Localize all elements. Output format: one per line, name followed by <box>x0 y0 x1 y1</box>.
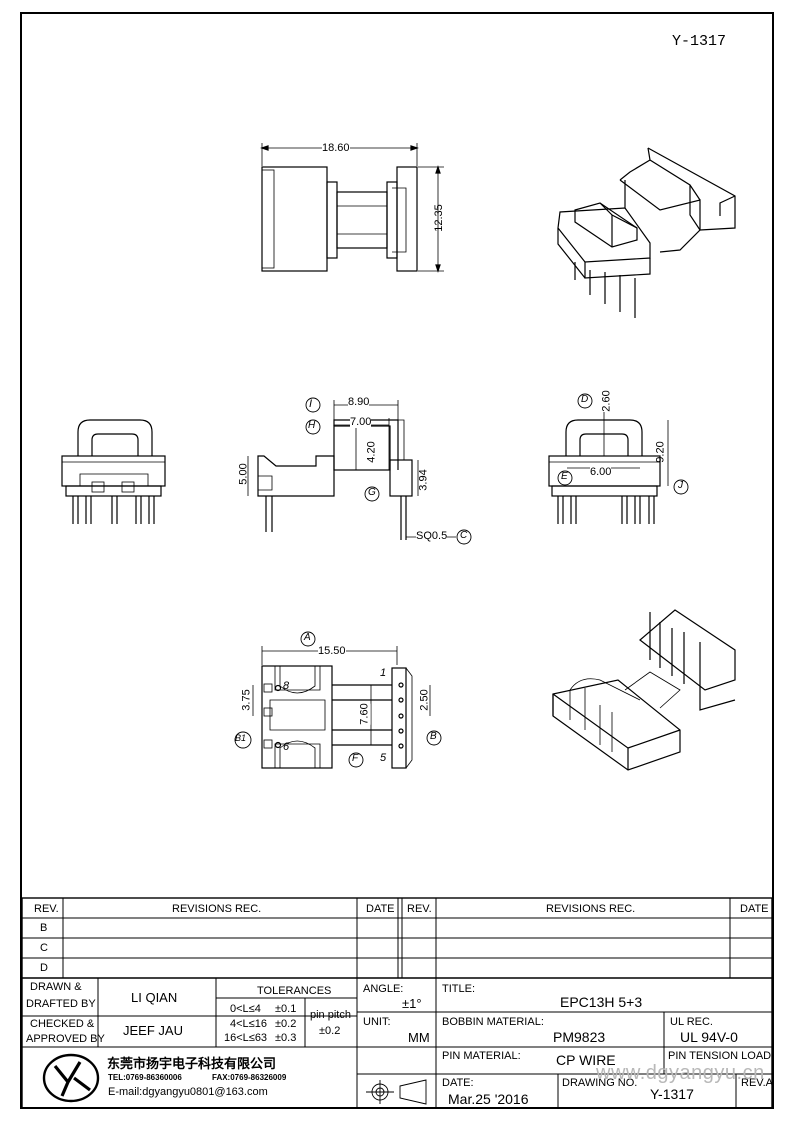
dim-pin-sq: SQ0.5 <box>416 530 448 542</box>
pin-label-5: 5 <box>380 752 387 764</box>
end-view-right <box>548 393 689 524</box>
dim-front-h2: 9.20 <box>654 441 667 463</box>
rev-row-d: D <box>40 962 48 974</box>
angle-label: ANGLE: <box>363 983 404 995</box>
company-email: E-mail:dgyangyu0801@163.com <box>108 1086 268 1098</box>
pin-label-6: 6 <box>283 741 290 753</box>
tol2-value: ±0.2 <box>275 1018 297 1030</box>
dim-side-h1: 4.20 <box>365 441 378 463</box>
bottom-view <box>234 631 442 769</box>
marker-e: E <box>561 471 568 482</box>
pin-pitch-label: pin pitch <box>310 1009 351 1021</box>
marker-h: H <box>308 420 316 431</box>
ul-value: UL 94V-0 <box>680 1029 738 1045</box>
revisions-header-left: REVISIONS REC. <box>172 903 262 915</box>
pin-label-1: 1 <box>380 667 387 679</box>
dim-bottom-h2: 7.60 <box>358 703 371 725</box>
drawn-value: LI QIAN <box>131 990 178 1005</box>
marker-b1: B1 <box>235 733 247 743</box>
date-header-left: DATE <box>366 903 395 915</box>
isometric-view-bottom <box>552 609 736 771</box>
projection-symbol-icon <box>366 1079 427 1105</box>
dim-top-width: 18.60 <box>322 142 350 154</box>
dim-side-width: 8.90 <box>348 396 370 408</box>
tolerances-label: TOLERANCES <box>257 985 332 997</box>
drawing-no-label: DRAWING NO. <box>562 1077 638 1089</box>
dim-side-h2: 5.00 <box>237 463 250 485</box>
title-block-grid <box>21 897 773 1109</box>
end-view-left <box>61 419 166 524</box>
tol2-range: 4<L≤16 <box>230 1018 267 1030</box>
top-view <box>260 143 444 273</box>
marker-i: I <box>309 398 313 410</box>
marker-d: D <box>581 394 589 405</box>
approved-label: APPROVED BY <box>26 1033 105 1045</box>
marker-a: A <box>304 632 311 643</box>
company-logo-icon <box>42 1053 100 1103</box>
company-tel: TEL:0769-86360006 <box>108 1073 182 1082</box>
tol1-range: 0<L≤4 <box>230 1003 261 1015</box>
dim-front-h1: 2.60 <box>600 390 613 412</box>
marker-f: F <box>352 753 359 764</box>
bobbin-label: BOBBIN MATERIAL: <box>442 1016 544 1028</box>
unit-value: MM <box>408 1030 430 1045</box>
tol3-range: 16<L≤63 <box>224 1032 268 1044</box>
marker-g: G <box>368 487 376 498</box>
drawing-no-value: Y-1317 <box>650 1086 694 1102</box>
drawing-code: Y-1317 <box>672 33 727 50</box>
rev-header-right: REV. <box>407 903 432 915</box>
title-label: TITLE: <box>442 983 476 995</box>
date-value: Mar.25 '2016 <box>448 1091 529 1107</box>
angle-value: ±1° <box>402 996 422 1011</box>
marker-c: C <box>460 530 468 541</box>
rev-row-c: C <box>40 942 48 954</box>
dim-side-h3: 3.94 <box>417 469 430 491</box>
checked-value: JEEF JAU <box>123 1023 183 1038</box>
dim-top-height: 12.35 <box>432 204 445 232</box>
tol3-value: ±0.3 <box>275 1032 297 1044</box>
rev-row-b: B <box>40 922 48 934</box>
watermark: www.dgyangyu.cn <box>596 1062 765 1084</box>
isometric-view-top <box>557 147 736 318</box>
checked-label: CHECKED & <box>30 1018 95 1030</box>
company-fax: FAX:0769-86326009 <box>212 1073 287 1082</box>
bobbin-value: PM9823 <box>553 1029 606 1045</box>
unit-label: UNIT: <box>363 1016 391 1028</box>
ul-label: UL REC. <box>670 1016 713 1028</box>
drawn-label: DRAWN & <box>30 981 82 993</box>
dim-bottom-h3: 2.50 <box>418 689 431 711</box>
dim-bottom-h1: 3.75 <box>240 689 253 711</box>
pin-label-8: 8 <box>283 680 290 692</box>
pin-tension-label: PIN TENSION LOAD: <box>668 1050 775 1062</box>
marker-j: J <box>678 480 683 491</box>
date-label: DATE: <box>442 1077 474 1089</box>
company-name: 东莞市扬宇电子科技有限公司 <box>107 1057 277 1072</box>
rev-header-left: REV. <box>34 903 59 915</box>
marker-b: B <box>430 731 437 742</box>
pin-material-label: PIN MATERIAL: <box>442 1050 521 1062</box>
rev-a-label: REV.A <box>741 1077 774 1089</box>
revisions-header-right: REVISIONS REC. <box>546 903 636 915</box>
pin-material-value: CP WIRE <box>556 1052 616 1068</box>
dim-front-w: 6.00 <box>590 466 612 478</box>
dim-bottom-width: 15.50 <box>318 645 346 657</box>
pin-pitch-value: ±0.2 <box>319 1025 341 1037</box>
side-view <box>247 397 472 545</box>
date-header-right: DATE <box>740 903 769 915</box>
dim-side-inner: 7.00 <box>350 416 372 428</box>
title-value: EPC13H 5+3 <box>560 994 643 1010</box>
tol1-value: ±0.1 <box>275 1003 297 1015</box>
drafted-label: DRAFTED BY <box>26 998 96 1010</box>
